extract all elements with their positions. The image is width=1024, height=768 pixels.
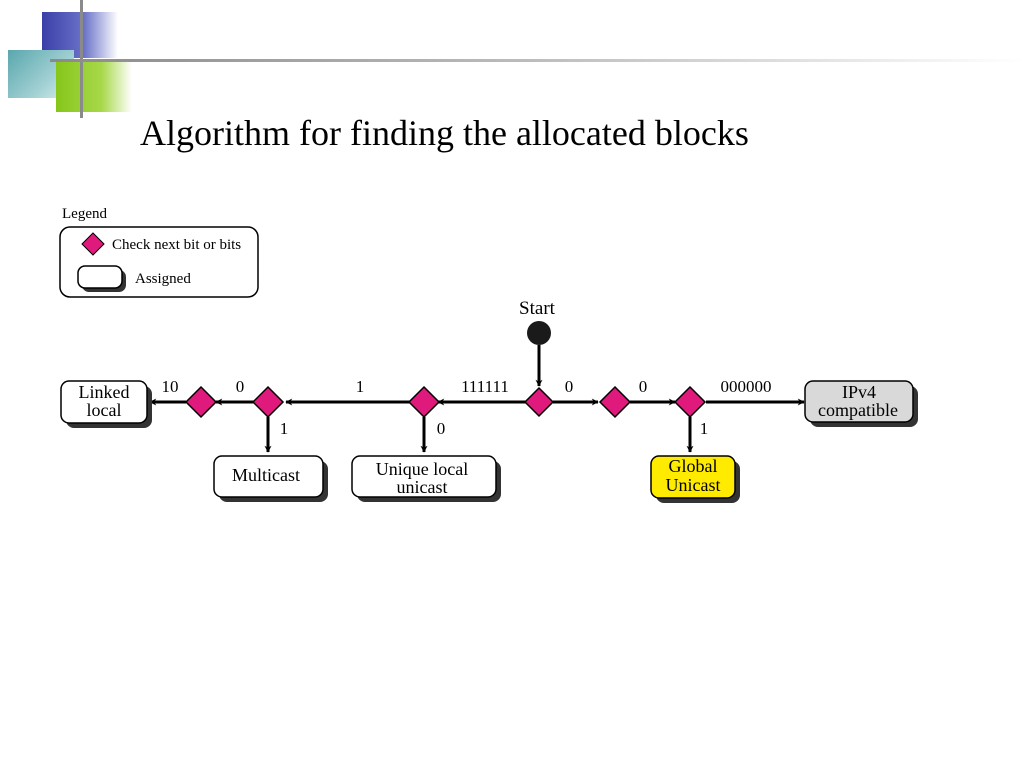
unique-local-box [351, 455, 497, 498]
edge-label-d6-right: 000000 [721, 377, 772, 396]
legend-assigned-label: Assigned [135, 271, 191, 287]
decision-diamond-5 [598, 385, 632, 419]
edge-label-to-multicast: 1 [280, 419, 289, 438]
linked-local-box [60, 380, 148, 424]
decision-diamond-2 [251, 385, 285, 419]
node-unique-local-unicast: Unique local unicast [351, 455, 501, 502]
ipv4-compatible-box [804, 380, 914, 423]
legend-decision-diamond-icon [81, 232, 105, 256]
edge-label-d3-left: 1 [356, 377, 365, 396]
start-node [527, 321, 551, 345]
edge-labels: 10 0 1 111111 0 0 000000 1 0 1 [162, 377, 772, 438]
ipv4-line-1: IPv4 [842, 382, 876, 402]
decorative-green-square [56, 62, 132, 112]
edge-label-start-right: 0 [565, 377, 574, 396]
edge-label-to-global: 1 [700, 419, 709, 438]
decision-diamond-6 [673, 385, 707, 419]
ipv4-line-2: compatible [818, 400, 898, 420]
global-unicast-box [650, 455, 736, 499]
unique-local-line-1: Unique local [376, 459, 468, 479]
node-multicast: Multicast [213, 455, 328, 502]
edge-label-d2-left: 0 [236, 377, 245, 396]
linked-local-line-1: Linked [79, 382, 130, 402]
edge-label-start-left: 111111 [461, 377, 509, 396]
decorative-horizontal-line [50, 59, 1024, 62]
legend-check-label: Check next bit or bits [112, 237, 241, 253]
decision-diamond-start [523, 386, 555, 418]
global-unicast-line-1: Global [669, 456, 718, 476]
unique-local-line-2: unicast [397, 477, 448, 497]
node-linked-local: Linked local [60, 380, 152, 428]
start-label: Start [519, 298, 556, 319]
legend: Legend Check next bit or bits Assigned [59, 206, 259, 298]
node-global-unicast: Global Unicast [650, 455, 740, 503]
edge-label-to-linked: 10 [162, 377, 179, 396]
legend-assigned-box-icon [77, 265, 123, 289]
decision-diamond-3 [407, 385, 441, 419]
linked-local-line-2: local [87, 400, 122, 420]
edge-label-d5-right: 0 [639, 377, 648, 396]
multicast-line-1: Multicast [232, 465, 300, 485]
legend-title: Legend [62, 206, 107, 222]
decision-diamond-1 [184, 385, 218, 419]
multicast-box [213, 455, 324, 498]
slide-title: Algorithm for finding the allocated bloc… [140, 113, 749, 153]
global-unicast-line-2: Unicast [666, 475, 721, 495]
node-ipv4-compatible: IPv4 compatible [804, 380, 918, 427]
edge-label-to-unique: 0 [437, 419, 446, 438]
